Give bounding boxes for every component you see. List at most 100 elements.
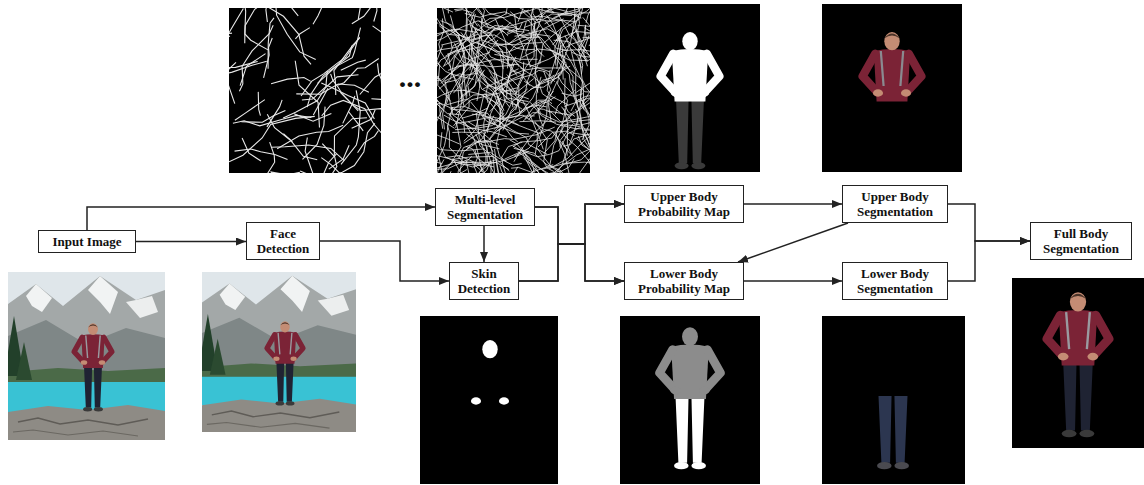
edge-line (535, 60, 552, 101)
edge-line (437, 8, 438, 24)
edge-line (454, 8, 489, 29)
edge-line (229, 116, 315, 162)
edge-line (567, 173, 590, 174)
edge-line (577, 89, 590, 173)
head (884, 32, 899, 50)
edge-line (515, 29, 565, 48)
box-label: Lower Body Segmentation (847, 266, 943, 296)
output-box: Full Body Segmentation (1030, 222, 1132, 260)
box-label: Upper Body Segmentation (847, 189, 943, 219)
edge-line (566, 22, 590, 48)
edge-line (562, 119, 577, 164)
edge-line (495, 119, 547, 155)
head (1070, 292, 1086, 311)
edge-line (437, 90, 465, 107)
edge-line (443, 95, 448, 129)
edge-line (548, 81, 557, 122)
foot (691, 162, 705, 169)
edge-line (450, 15, 497, 82)
edge-line (267, 114, 292, 142)
edge-line (589, 82, 590, 110)
torso (274, 332, 296, 364)
hair (88, 324, 98, 327)
foot (675, 162, 689, 169)
edge-line (452, 132, 493, 142)
edge-line (518, 169, 536, 173)
hand (699, 89, 709, 96)
upper-segment (863, 32, 922, 101)
edge-line (553, 13, 581, 18)
edge-line (577, 138, 590, 173)
edge-line (437, 103, 465, 133)
segment-image (1012, 278, 1144, 448)
hand (273, 356, 279, 360)
edge-line (571, 8, 580, 36)
foot (674, 462, 689, 469)
edge-line (490, 60, 502, 108)
edge-line (474, 8, 485, 24)
edge-map (229, 8, 381, 173)
strap (881, 51, 903, 86)
edge-line (507, 34, 550, 68)
edge-line (468, 45, 516, 105)
process-box: Lower Body Segmentation (842, 262, 948, 300)
edge-line (550, 50, 590, 60)
edge-line (239, 25, 273, 91)
edge-line (283, 75, 358, 118)
edge-line (241, 110, 285, 122)
edge-line (466, 134, 499, 149)
edge-line (245, 8, 269, 50)
edge-line (438, 8, 453, 12)
edge-line (455, 10, 472, 13)
figures (74, 32, 1109, 469)
edge-line (305, 137, 317, 173)
edge-line (437, 8, 478, 26)
edge-line (296, 84, 369, 94)
edge-line (439, 26, 481, 41)
edge-line (482, 69, 518, 118)
edge-line (500, 8, 567, 29)
hand (1058, 353, 1069, 361)
strap (86, 336, 100, 359)
edge-line (476, 134, 500, 173)
edge-line (576, 109, 590, 162)
edge-line (560, 124, 573, 147)
edge-line (555, 133, 590, 173)
edge-line (534, 30, 565, 57)
edge-line (447, 160, 471, 173)
legs (1063, 363, 1093, 431)
edge-line (525, 91, 554, 119)
edge-line (360, 26, 381, 95)
edge-line (437, 125, 448, 168)
person (74, 323, 112, 411)
hair (884, 34, 899, 39)
edge-line (378, 63, 381, 95)
full-segment (1047, 292, 1109, 437)
input-photo (4, 272, 165, 440)
edge-line (472, 28, 530, 41)
flow-arrow (948, 241, 1030, 281)
box-label: Full Body Segmentation (1035, 226, 1127, 256)
arms (661, 54, 720, 93)
edge-line (437, 29, 459, 44)
flow-arrow (535, 204, 624, 244)
edge-line (565, 148, 590, 164)
edge-line (334, 118, 367, 156)
edge-line (523, 113, 572, 122)
edge-line (371, 99, 381, 116)
edge-line (444, 65, 514, 83)
edge-line (229, 33, 232, 38)
edge-line (522, 11, 582, 42)
edge-line (451, 29, 481, 76)
hand (699, 386, 709, 394)
process-box: Lower Body Probability Map (624, 262, 744, 300)
torso (672, 49, 708, 102)
edge-line (504, 152, 521, 160)
foot (691, 462, 706, 469)
head (682, 327, 698, 346)
hand (99, 360, 105, 365)
edge-line (578, 99, 590, 156)
edge-line (518, 8, 563, 22)
edge-line (449, 94, 497, 116)
